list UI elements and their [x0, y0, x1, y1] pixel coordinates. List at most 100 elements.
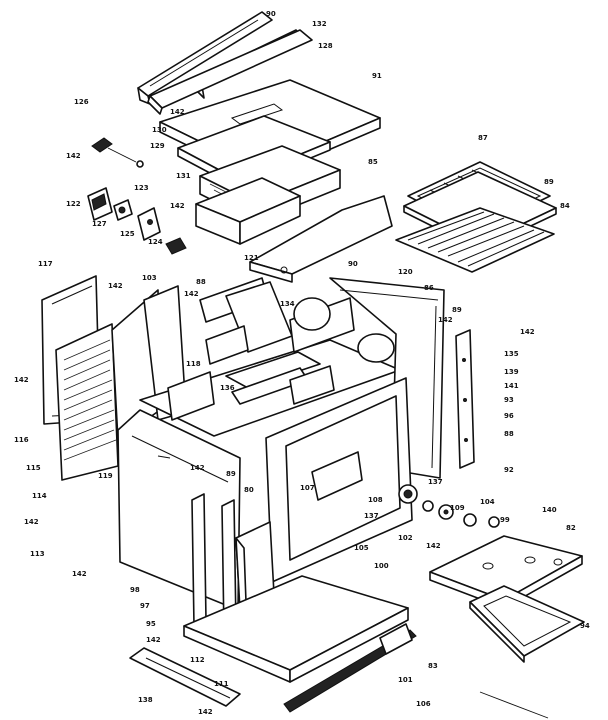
- callout: 99: [500, 516, 510, 524]
- callout: 109: [450, 504, 465, 512]
- oven-light-assembly: [91, 137, 144, 168]
- callout: 123: [134, 184, 149, 192]
- callout: 80: [244, 486, 254, 494]
- callout-labels: 90 132 128 91 126 130 142 129 87 142 131…: [14, 10, 590, 716]
- callout: 140: [542, 506, 557, 514]
- callout: 112: [190, 656, 205, 664]
- mounting-bracket: [137, 207, 161, 241]
- callout: 114: [32, 492, 47, 500]
- callout: 142: [426, 542, 441, 550]
- callout: 119: [98, 472, 113, 480]
- callout: 130: [152, 126, 167, 134]
- callout: 124: [148, 238, 163, 246]
- callout: 103: [142, 274, 157, 282]
- callout: 142: [66, 152, 81, 160]
- callout: 84: [560, 202, 570, 210]
- door-inner-channel: [235, 521, 275, 611]
- callout: 142: [14, 376, 29, 384]
- callout: 131: [176, 172, 191, 180]
- callout: 100: [374, 562, 389, 570]
- callout: 134: [280, 300, 295, 308]
- callout: 105: [354, 544, 369, 552]
- callout: 142: [146, 636, 161, 644]
- callout: 120: [398, 268, 413, 276]
- callout: 87: [478, 134, 488, 142]
- callout: 132: [312, 20, 327, 28]
- top-trim-strip: [137, 11, 273, 105]
- callout: 98: [130, 586, 140, 594]
- callout: 101: [398, 676, 413, 684]
- callout: 92: [504, 466, 514, 474]
- callout: 137: [428, 478, 443, 486]
- callout: 113: [30, 550, 45, 558]
- callout: 88: [196, 278, 206, 286]
- insulation-pad: [195, 177, 301, 245]
- callout: 89: [544, 178, 554, 186]
- callout: 125: [120, 230, 135, 238]
- gas-valve-knobs: [422, 500, 500, 528]
- switch-knob: [113, 199, 133, 221]
- callout: 116: [14, 436, 29, 444]
- callout: 97: [140, 602, 150, 610]
- callout: 94: [580, 622, 590, 630]
- right-panel-strip: [455, 329, 475, 469]
- callout: 115: [26, 464, 41, 472]
- callout: 89: [452, 306, 462, 314]
- callout: 104: [480, 498, 495, 506]
- callout: 117: [38, 260, 53, 268]
- callout: 129: [150, 142, 165, 150]
- callout: 95: [146, 620, 156, 628]
- callout: 107: [300, 484, 315, 492]
- callout: 96: [504, 412, 514, 420]
- callout: 111: [214, 680, 229, 688]
- callout: 85: [368, 158, 378, 166]
- front-door-panel: [117, 409, 241, 611]
- callout: 88: [504, 430, 514, 438]
- callout: 122: [66, 200, 81, 208]
- terminal-block: [165, 237, 187, 255]
- front-kick-plate: [129, 647, 241, 707]
- callout: 127: [92, 220, 107, 228]
- callout: 142: [520, 328, 535, 336]
- inner-component-stack: [167, 277, 395, 421]
- callout: 89: [226, 470, 236, 478]
- callout: 139: [504, 368, 519, 376]
- callout: 142: [170, 202, 185, 210]
- callout: 93: [504, 396, 514, 404]
- callout: 90: [266, 10, 276, 18]
- callout: 82: [566, 524, 576, 532]
- bottom-trim-strip: [283, 623, 417, 713]
- rear-panel-trim: [147, 29, 313, 115]
- callout: 142: [184, 290, 199, 298]
- callout: 138: [138, 696, 153, 704]
- left-panel-insulation: [55, 323, 119, 481]
- callout: 83: [428, 662, 438, 670]
- control-switch: [87, 187, 113, 221]
- callout: 136: [220, 384, 235, 392]
- callout: 142: [108, 282, 123, 290]
- callout: 91: [372, 72, 382, 80]
- callout: 142: [170, 108, 185, 116]
- callout: 86: [424, 284, 434, 292]
- callout: 137: [364, 512, 379, 520]
- bottom-base-frame: [183, 575, 409, 683]
- oven-front-frame: [265, 377, 418, 583]
- right-side-panel: [329, 277, 445, 479]
- callout: 108: [368, 496, 383, 504]
- callout: 142: [24, 518, 39, 526]
- callout: 118: [186, 360, 201, 368]
- callout: 126: [74, 98, 89, 106]
- callout: 142: [190, 464, 205, 472]
- heat-shield-baffle: [249, 195, 393, 283]
- callout: 135: [504, 350, 519, 358]
- callout: 102: [398, 534, 413, 542]
- callout: 141: [504, 382, 519, 390]
- oven-rack: [395, 207, 555, 273]
- callout: 128: [318, 42, 333, 50]
- callout: 106: [416, 700, 431, 708]
- callout: 121: [244, 254, 259, 262]
- callout: 142: [198, 708, 213, 716]
- callout: 90: [348, 260, 358, 268]
- callout: 142: [72, 570, 87, 578]
